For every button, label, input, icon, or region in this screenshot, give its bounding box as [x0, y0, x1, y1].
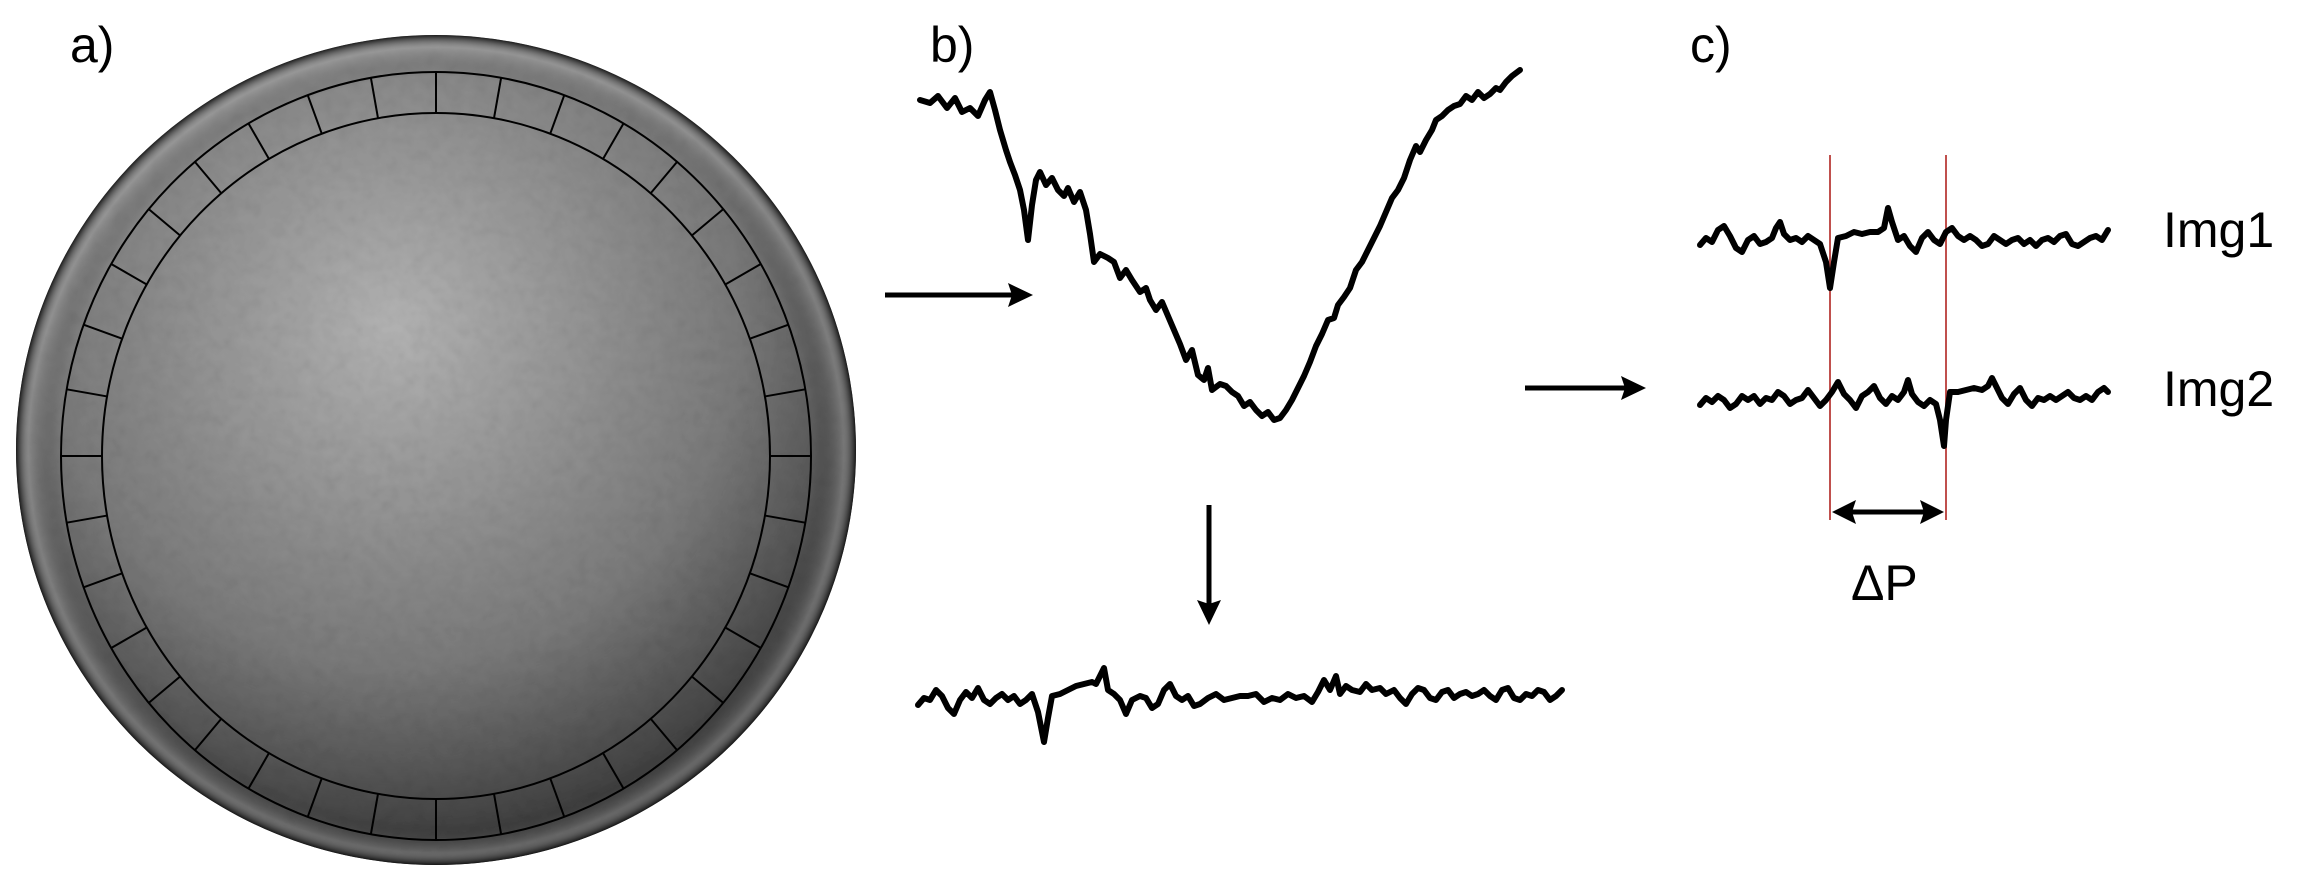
panel-a-label: a) [70, 17, 114, 73]
ring-segment-tick [549, 777, 566, 818]
profile-raw-trace [917, 67, 1523, 423]
arrow-b-to-c [1525, 376, 1646, 400]
ring-segment-tick [724, 263, 762, 286]
delta-p-label: ΔP [1851, 555, 1918, 611]
ring-segment-tick [602, 752, 625, 790]
ring-segment-tick [110, 263, 148, 286]
ring-segment-tick [247, 752, 270, 790]
ring-segment-tick [83, 323, 123, 340]
ring-segment-tick [649, 718, 678, 751]
arrow-a-to-b [885, 283, 1033, 307]
ring-segment-tick [493, 77, 503, 119]
ring-segment-tick [247, 122, 270, 160]
ring-segment-tick [369, 793, 379, 835]
panel-c-label: c) [1690, 17, 1732, 73]
shift-double-arrow [1832, 500, 1944, 524]
ring-segment-tick [148, 675, 181, 704]
ring-segment-tick [764, 514, 806, 524]
ring-segment-tick [369, 77, 379, 119]
panel-a: a) [16, 17, 856, 865]
ring-segment-ticks [61, 72, 811, 840]
ring-segment-tick [549, 94, 566, 135]
ring-segment-tick [493, 793, 503, 835]
ring-segment-tick [66, 514, 108, 524]
img2-label: Img2 [2163, 361, 2274, 417]
panel-c: c) Img1 Img2 ΔP [1690, 17, 2274, 611]
img1-label: Img1 [2163, 202, 2274, 258]
ring-segment-tick [691, 208, 724, 237]
ring-segment-tick [194, 718, 223, 751]
ring-segment-tick [649, 161, 678, 194]
ring-segment-tick [194, 161, 223, 194]
ring-segment-tick [306, 777, 323, 818]
ring-segment-tick [602, 122, 625, 160]
arrow-b-down [1197, 505, 1221, 625]
ring-segment-tick [691, 675, 724, 704]
ring-segment-tick [148, 208, 181, 237]
panel-b-label: b) [930, 17, 974, 73]
ring-segment-tick [110, 626, 148, 649]
ring-segment-tick [749, 323, 789, 340]
img2-trace [1697, 375, 2111, 449]
ring-segment-tick [749, 572, 789, 589]
ring-segment-tick [724, 626, 762, 649]
disc-rim [16, 35, 856, 865]
ring-segment-tick [306, 94, 323, 135]
img1-trace [1697, 205, 2111, 291]
ring-segment-tick [764, 388, 806, 398]
panel-b: b) [917, 17, 1523, 423]
ring-segment-tick [66, 388, 108, 398]
ring-segment-tick [83, 572, 123, 589]
profile-flattened-trace [915, 665, 1565, 745]
